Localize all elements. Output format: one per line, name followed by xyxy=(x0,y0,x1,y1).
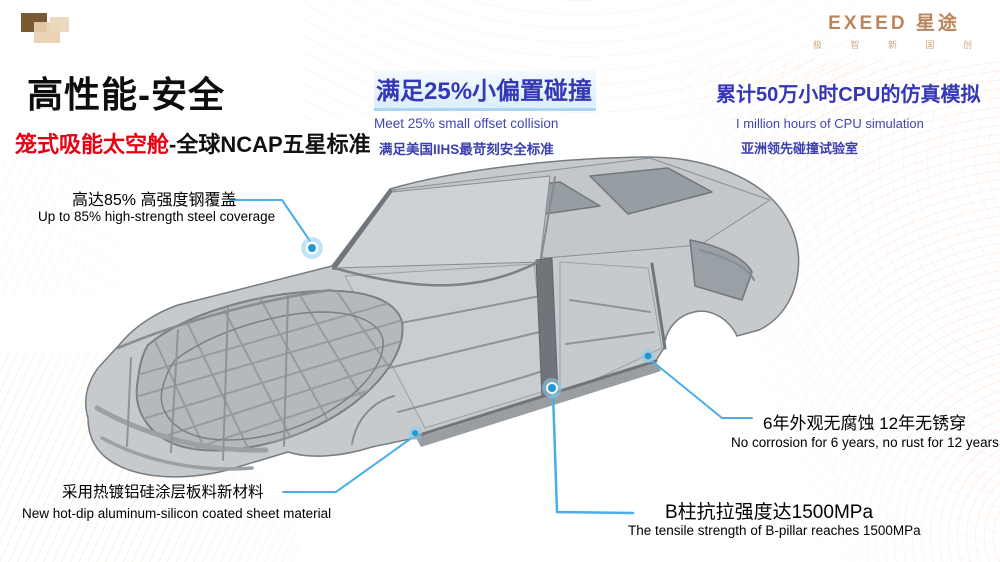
callout-corrosion-en: No corrosion for 6 years, no rust for 12… xyxy=(731,435,999,450)
stat-offset-note: 满足美国IIHS最苛刻安全标准 xyxy=(379,142,554,157)
callout-coating-zh: 采用热镀铝硅涂层板料新材料 xyxy=(62,484,264,501)
anchor-dot-coating xyxy=(408,426,422,440)
anchor-dot-steel xyxy=(301,237,323,259)
callout-anchor-dots xyxy=(301,237,655,440)
stat-cpu-simulation: 累计50万小时CPU的仿真模拟 I million hours of CPU s… xyxy=(716,78,980,157)
stat-offset-english: Meet 25% small offset collision xyxy=(374,116,559,131)
callout-leader-lines xyxy=(229,199,753,515)
logo-mark-squares-icon xyxy=(21,12,73,46)
stat-offset-heading: 满足25%小偏置碰撞 xyxy=(374,70,597,111)
subtitle-highlight: 笼式吸能太空舱 xyxy=(15,132,170,157)
anchor-dot-corrosion xyxy=(641,349,655,363)
stat-cpu-heading: 累计50万小时CPU的仿真模拟 xyxy=(716,84,981,106)
hatch-texture-bottom-left xyxy=(0,352,300,562)
brand-logo: EXEED 星途 极 智 新 国 创 xyxy=(803,8,985,51)
brand-tagline: 极 智 新 国 创 xyxy=(812,40,985,50)
page-title: 高性能-安全 xyxy=(27,74,225,115)
callout-coating-en: New hot-dip aluminum-silicon coated shee… xyxy=(22,506,332,521)
callout-bpillar-zh: B柱抗拉强度达1500MPa xyxy=(665,502,874,523)
callout-bpillar-en: The tensile strength of B-pillar reaches… xyxy=(628,523,921,538)
callout-corrosion-zh: 6年外观无腐蚀 12年无锈穿 xyxy=(763,414,967,433)
stat-offset-collision: 满足25%小偏置碰撞 Meet 25% small offset collisi… xyxy=(374,70,597,158)
callout-steel-coverage-zh: 高达85% 高强度钢覆盖 xyxy=(72,192,237,209)
stat-cpu-english: I million hours of CPU simulation xyxy=(736,116,924,131)
subtitle-rest: -全球NCAP五星标准 xyxy=(169,132,371,157)
logo-square-light xyxy=(50,17,69,32)
callout-steel-coverage-en: Up to 85% high-strength steel coverage xyxy=(38,209,276,224)
mesh-texture-top-left xyxy=(0,150,260,300)
stat-cpu-note: 亚洲领先碰撞试验室 xyxy=(741,141,859,156)
brand-name: EXEED 星途 xyxy=(828,13,960,34)
page-subtitle: 笼式吸能太空舱-全球NCAP五星标准 xyxy=(15,127,371,159)
anchor-dot-bpillar xyxy=(542,378,562,398)
